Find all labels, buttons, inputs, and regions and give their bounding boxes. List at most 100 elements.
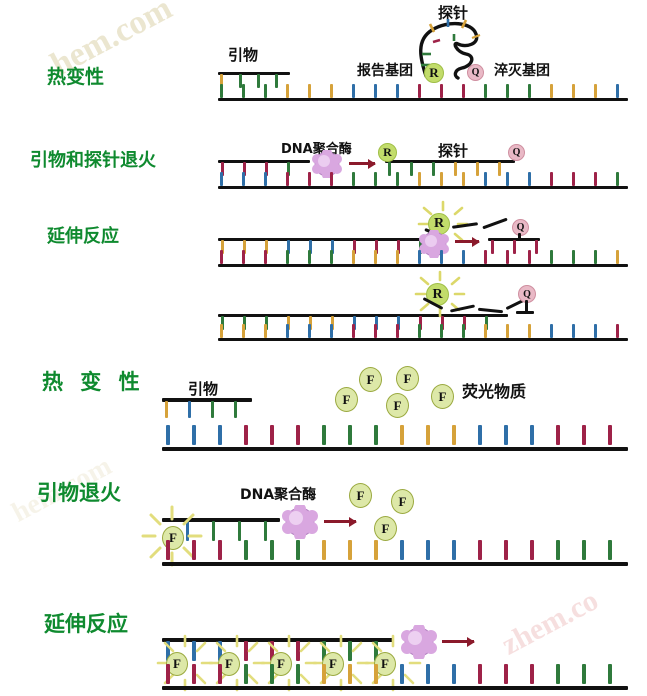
template-strand	[218, 98, 628, 101]
base-tick	[476, 162, 479, 176]
base-tick	[220, 84, 223, 98]
nascent-strand	[162, 638, 394, 642]
base-tick	[484, 84, 487, 98]
base-tick	[270, 425, 274, 445]
base-tick	[572, 250, 575, 264]
base-tick	[374, 84, 377, 98]
base-tick	[221, 162, 224, 176]
base-tick	[374, 250, 377, 264]
base-tick	[478, 664, 482, 684]
quencher-stem	[525, 300, 528, 312]
base-tick	[504, 425, 508, 445]
base-tick	[286, 172, 289, 186]
base-tick	[535, 240, 538, 254]
fluor-dot: F	[431, 384, 454, 409]
base-tick	[352, 324, 355, 338]
base-tick	[265, 162, 268, 176]
base-tick	[572, 324, 575, 338]
base-tick	[452, 540, 456, 560]
base-tick	[375, 240, 378, 254]
fluor-dot-intercalated: F	[270, 652, 292, 676]
base-tick	[353, 316, 356, 330]
base-tick	[616, 84, 619, 98]
base-tick	[504, 664, 508, 684]
base-tick	[616, 250, 619, 264]
base-tick	[220, 74, 223, 88]
primer-label: 引物	[228, 48, 259, 64]
base-tick	[188, 401, 191, 418]
base-tick	[218, 664, 222, 684]
base-tick	[296, 540, 300, 560]
base-tick	[322, 425, 326, 445]
base-tick	[608, 540, 612, 560]
base-tick	[498, 162, 501, 176]
base-tick	[221, 240, 224, 254]
base-tick	[264, 521, 267, 541]
base-tick	[491, 240, 494, 254]
template-strand	[162, 562, 628, 566]
extension-arrow	[349, 158, 376, 169]
base-tick	[530, 425, 534, 445]
base-tick	[264, 324, 267, 338]
stage-label-3: 延伸反应	[47, 226, 119, 247]
base-tick	[396, 324, 399, 338]
base-tick	[608, 664, 612, 684]
base-tick	[322, 540, 326, 560]
base-tick	[452, 425, 456, 445]
base-tick	[286, 324, 289, 338]
reporter-dot: R	[424, 63, 444, 83]
template-strand	[218, 338, 628, 341]
base-tick	[352, 84, 355, 98]
base-tick	[572, 84, 575, 98]
base-tick	[506, 84, 509, 98]
quencher-dot: Q	[508, 144, 525, 161]
primer-strand	[162, 518, 280, 522]
base-tick	[582, 540, 586, 560]
base-tick	[348, 664, 352, 684]
base-tick	[440, 84, 443, 98]
nascent-strand	[218, 314, 508, 317]
base-tick	[243, 162, 246, 176]
fluor-dot: F	[391, 489, 414, 514]
base-tick	[397, 316, 400, 330]
quencher-group-label: 淬灭基团	[494, 64, 550, 79]
fluor-substance-label: 荧光物质	[462, 384, 527, 401]
base-tick	[309, 316, 312, 330]
quencher-stem	[518, 233, 521, 241]
base-tick	[556, 425, 560, 445]
base-tick	[296, 641, 300, 661]
base-tick	[594, 324, 597, 338]
base-tick	[243, 316, 246, 330]
extension-arrow	[455, 236, 480, 247]
base-tick	[257, 74, 260, 88]
primer-strand	[218, 72, 290, 75]
base-tick	[485, 316, 488, 330]
base-tick	[322, 664, 326, 684]
base-tick	[192, 641, 196, 661]
stage-label-2: 引物和探针退火	[30, 150, 156, 171]
base-tick	[192, 664, 196, 684]
base-tick	[556, 664, 560, 684]
base-tick	[264, 84, 267, 98]
probe-label-row2: 探针	[438, 144, 469, 160]
quencher-base	[516, 311, 534, 314]
base-tick	[452, 664, 456, 684]
base-tick	[239, 74, 242, 88]
base-tick	[528, 84, 531, 98]
probe-remnant-strand	[488, 238, 540, 241]
base-tick	[330, 84, 333, 98]
base-tick	[220, 172, 223, 186]
nascent-strand	[218, 238, 433, 241]
base-tick	[440, 250, 443, 264]
base-tick	[454, 162, 457, 176]
template-strand	[162, 686, 628, 690]
base-tick	[220, 250, 223, 264]
base-tick	[348, 641, 352, 661]
base-tick	[353, 240, 356, 254]
base-tick	[513, 240, 516, 254]
base-tick	[582, 425, 586, 445]
base-tick	[352, 250, 355, 264]
fluor-dot: F	[335, 387, 358, 412]
base-tick	[309, 240, 312, 254]
base-tick	[264, 250, 267, 264]
